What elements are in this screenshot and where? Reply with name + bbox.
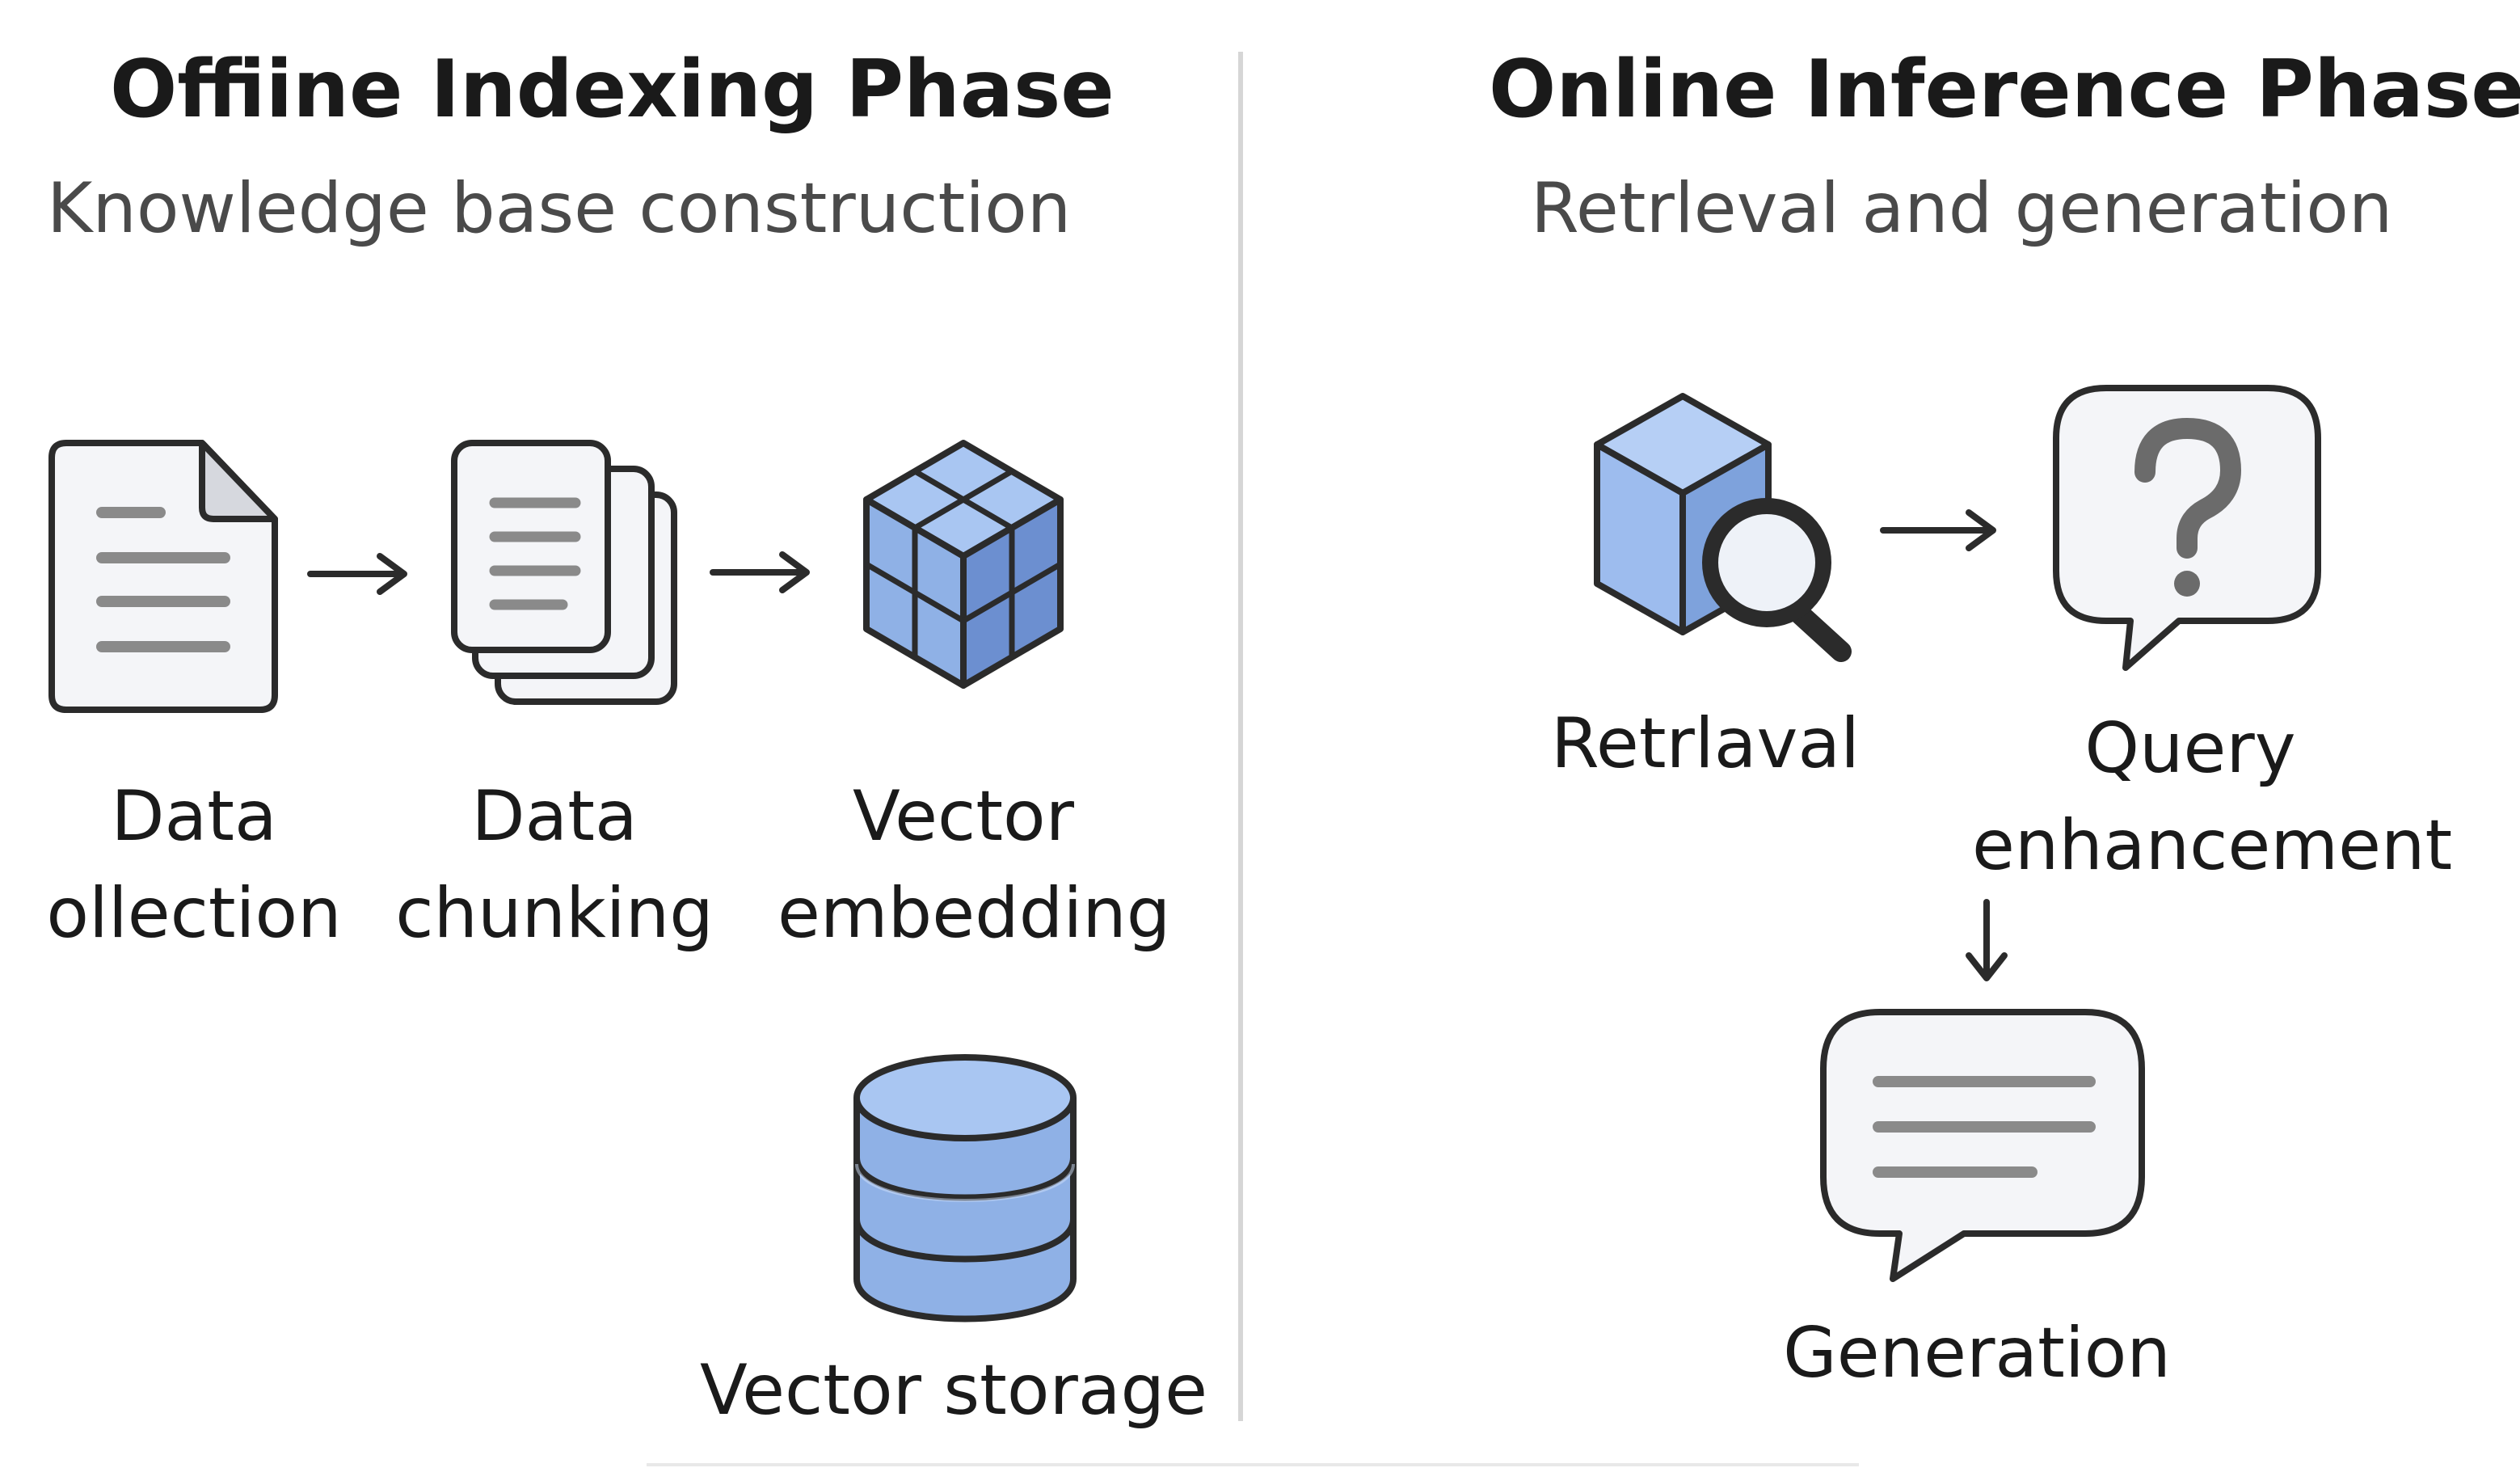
document-icon [48, 440, 278, 713]
offline-phase-subtitle: Knowledge base construction [47, 168, 1072, 249]
step-label-line: Query [2084, 708, 2296, 789]
chat-bubble-icon [1820, 1009, 2145, 1282]
online-phase-subtitle: Retrleval and generation [1531, 168, 2393, 249]
step-label-retrieval: Retrlaval [1519, 695, 1891, 792]
step-label-line: chunking [395, 873, 714, 955]
stacked-documents-icon [451, 440, 677, 705]
cube-search-icon [1594, 393, 1852, 662]
arrow-right-icon [710, 551, 810, 593]
step-label-line: ollection [46, 873, 342, 955]
step-label-data-collection: Data ollection [32, 768, 356, 963]
step-label-line: Retrlaval [1551, 703, 1860, 784]
step-label-data-chunking: Data chunking [393, 768, 716, 963]
question-bubble-icon [2053, 385, 2321, 671]
offline-phase-title: Offiine Indexing Phase [110, 44, 1115, 136]
step-label-line: embedding [777, 873, 1171, 955]
step-label-line: Data [471, 776, 638, 857]
step-label-query-enhancement: Query enhancement [1972, 700, 2453, 895]
online-phase-title: Online Inference Phase [1489, 44, 2520, 136]
step-label-line: enhancement [1972, 805, 2453, 887]
arrow-right-icon [307, 553, 407, 595]
step-label-line: Generation [1783, 1313, 2171, 1394]
arrow-right-icon [1880, 509, 1996, 551]
step-label-vector-embedding: Vector embedding [777, 768, 1171, 963]
arrow-down-icon [1966, 899, 2008, 981]
storage-label: Vector storage [699, 1350, 1208, 1431]
step-label-generation: Generation [1767, 1305, 2187, 1402]
step-label-line: Data [111, 776, 277, 857]
cube-icon [863, 440, 1064, 689]
step-label-line: Vector [852, 776, 1075, 857]
bottom-divider [647, 1463, 1859, 1466]
database-icon [853, 1054, 1077, 1322]
phase-divider [1238, 52, 1243, 1421]
